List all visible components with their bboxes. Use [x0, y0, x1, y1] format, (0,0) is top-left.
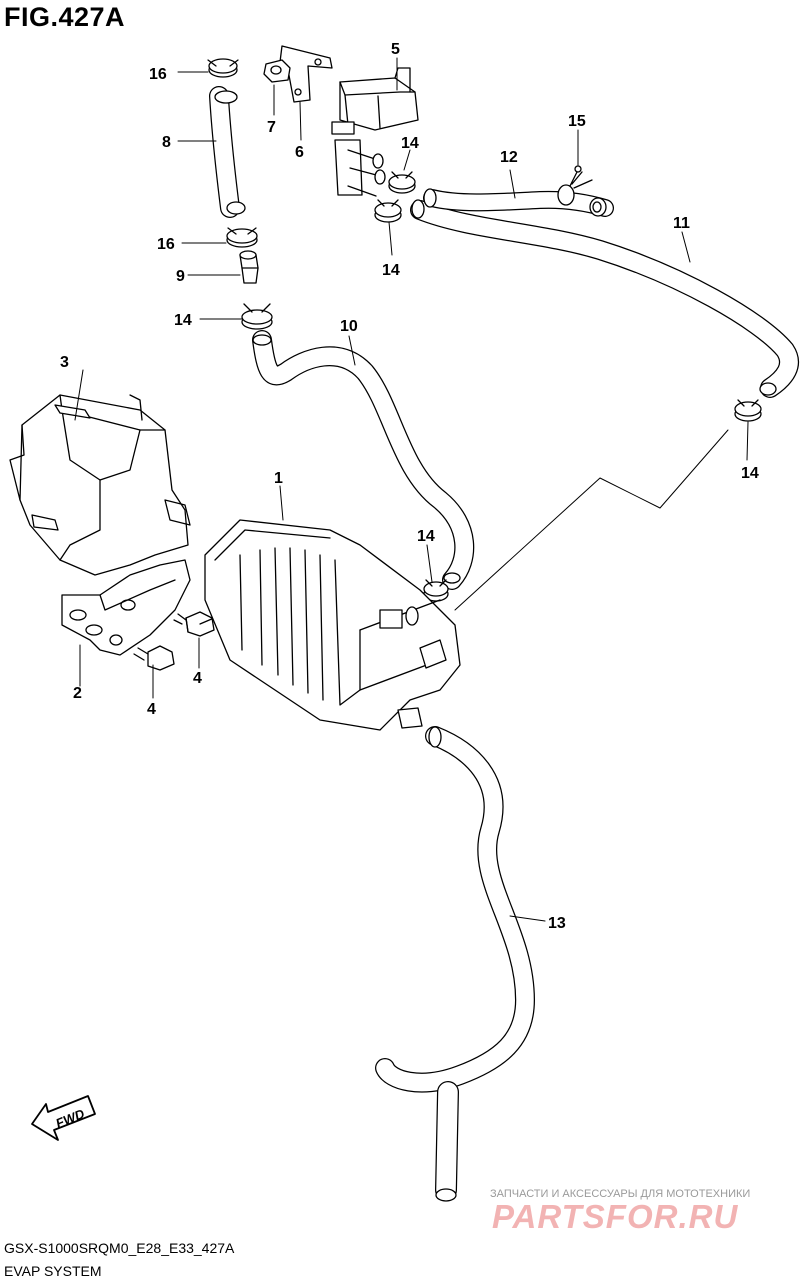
callout-4-right: 4 — [193, 670, 202, 687]
clamp-part-14-right — [734, 399, 762, 422]
callout-7: 7 — [267, 119, 276, 136]
cover-part-3 — [9, 394, 191, 576]
nut-part-7 — [263, 59, 291, 83]
callout-12: 12 — [500, 149, 518, 166]
hose-part-13 — [375, 726, 535, 1202]
bolt-part-4-left — [133, 645, 175, 671]
callout-14-valve-lower: 14 — [382, 262, 400, 279]
hose-part-10 — [252, 330, 475, 590]
fwd-arrow-icon — [31, 1095, 96, 1141]
callout-6: 6 — [295, 144, 304, 161]
joint-part-9 — [239, 250, 259, 284]
watermark-subtitle: ЗАПЧАСТИ И АКСЕССУАРЫ ДЛЯ МОТОТЕХНИКИ — [490, 1188, 751, 1200]
section-name: EVAP SYSTEM — [4, 1263, 102, 1279]
callout-11: 11 — [673, 215, 690, 232]
callout-4-left: 4 — [147, 701, 156, 718]
callout-1: 1 — [274, 470, 283, 487]
hose-part-12 — [423, 188, 614, 217]
clamp-part-15 — [557, 165, 593, 206]
canister-part-1 — [204, 519, 461, 731]
callout-2: 2 — [73, 685, 82, 702]
callout-16-top: 16 — [149, 66, 167, 83]
bracket-part-2 — [61, 559, 191, 656]
purge-valve-part-5 — [331, 67, 419, 197]
callout-15: 15 — [568, 113, 586, 130]
clamp-part-14-valve-upper — [388, 171, 416, 194]
figure-title: FIG.427A — [4, 2, 126, 32]
hose-part-11 — [410, 199, 799, 398]
callout-9: 9 — [176, 268, 185, 285]
callout-8: 8 — [162, 134, 171, 151]
callout-5: 5 — [391, 41, 400, 58]
callout-14-left: 14 — [174, 312, 192, 329]
reference-lines — [74, 57, 749, 922]
callout-14-canister: 14 — [417, 528, 435, 545]
callout-16-lower: 16 — [157, 236, 175, 253]
clamp-part-14-valve-lower — [374, 199, 402, 223]
clamp-part-16-top — [207, 58, 239, 78]
clamp-part-16-lower — [226, 227, 258, 248]
callout-13: 13 — [548, 915, 566, 932]
callout-3: 3 — [60, 354, 69, 371]
callout-14-valve-upper: 14 — [401, 135, 419, 152]
clamp-part-14-left — [241, 303, 273, 330]
hose-part-8 — [209, 86, 246, 218]
bolt-part-4-right — [173, 611, 215, 637]
callout-14-right: 14 — [741, 465, 759, 482]
callout-10: 10 — [340, 318, 358, 335]
model-code: GSX-S1000SRQM0_E28_E33_427A — [4, 1240, 235, 1256]
watermark-logo: PARTSFOR.RU — [492, 1198, 739, 1235]
